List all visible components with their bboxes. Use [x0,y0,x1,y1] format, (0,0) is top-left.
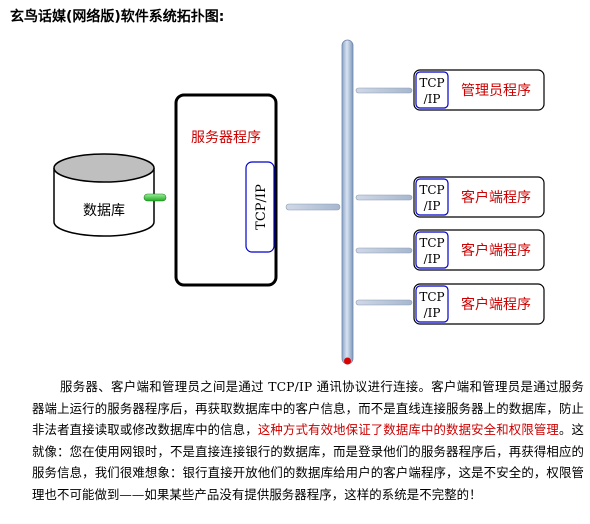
client-label: 管理员程序 [461,83,531,99]
network-bus [341,39,354,365]
description-text: 服务器、客户端和管理员之间是通过 TCP/IP 通讯协议进行连接。客户端和管理员… [32,379,584,437]
client-3: TCP /IP 客户端程序 [355,283,545,325]
page-title: 玄鸟话媒(网络版)软件系统拓扑图: [10,9,225,25]
client-admin: TCP /IP 管理员程序 [355,69,545,111]
client-protocol-line2: /IP [424,306,441,320]
database-label: 数据库 [83,203,125,219]
client-2: TCP /IP 客户端程序 [355,229,545,271]
database-cylinder: 数据库 [53,153,155,237]
bus-end-dot [344,357,351,365]
client-protocol-line1: TCP [419,76,444,90]
server-bus-connector [285,203,341,211]
description-highlight: 这种方式有效地保证了数据库中的数据安全和权限管理 [257,422,559,437]
bus-branch-connector [355,299,413,306]
client-protocol-line2: /IP [424,92,441,106]
client-protocol-box [415,285,449,323]
client-1: TCP /IP 客户端程序 [355,176,545,218]
client-protocol-box [415,231,449,269]
bus-branch-connector [355,247,413,254]
client-label: 客户端程序 [461,242,531,259]
client-label: 客户端程序 [461,189,531,206]
db-server-connector [143,193,167,202]
client-protocol-line1: TCP [419,290,444,304]
client-protocol-line2: /IP [424,252,441,266]
client-label: 客户端程序 [461,296,531,313]
server-protocol-box [245,161,275,253]
description-paragraph: 服务器、客户端和管理员之间是通过 TCP/IP 通讯协议进行连接。客户端和管理员… [32,376,584,505]
topology-diagram: 数据库 服务器程序 TCP/IP TCP /IP 管理员程序 TCP /IP 客… [53,39,545,365]
bus-branch-connector [355,87,413,94]
description-text-continued: 。这就像：您在使用网银时，不是直接连接银行的数据库，而是登录他们的服务器程序后，… [32,422,584,502]
bus-branch-connector [355,194,413,201]
client-protocol-line2: /IP [424,199,441,213]
client-protocol-line1: TCP [419,183,444,197]
client-protocol-box [415,71,449,109]
server-label: 服务器程序 [191,130,261,146]
client-protocol-box [415,178,449,216]
server-box: 服务器程序 TCP/IP [174,93,278,287]
client-protocol-line1: TCP [419,236,444,250]
server-protocol-label: TCP/IP [254,184,269,230]
